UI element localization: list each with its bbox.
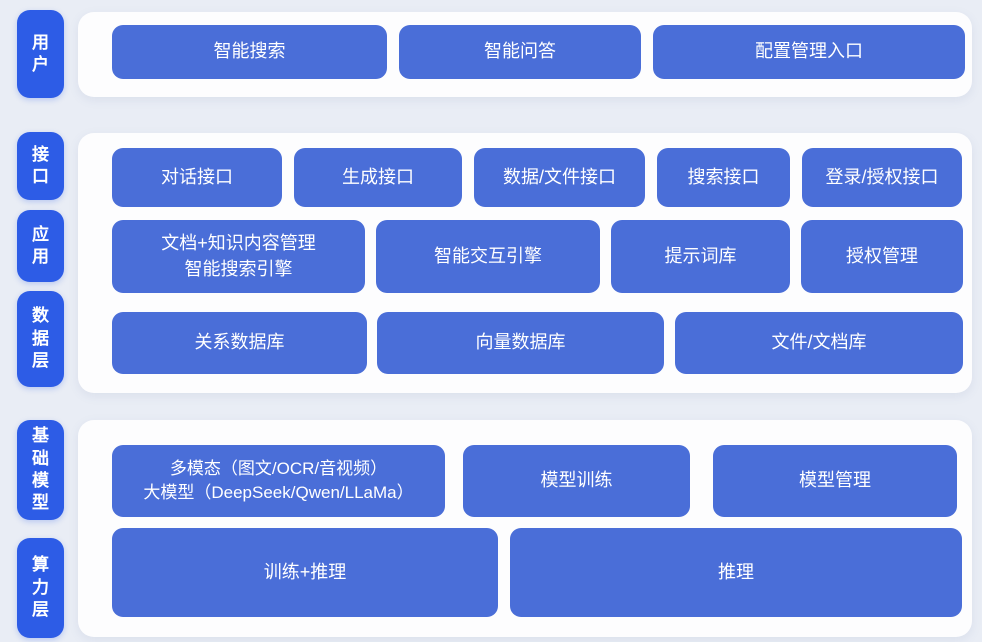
pill-interface-layer-label: 接口 — [31, 144, 49, 186]
block-generation-api: 生成接口 — [294, 148, 462, 207]
block-login-auth-api: 登录/授权接口 — [802, 148, 962, 207]
block-prompt-library: 提示词库 — [611, 220, 790, 293]
block-multimodal-llm: 多模态（图文/OCR/音视频） 大模型（DeepSeek/Qwen/LLaMa） — [112, 445, 445, 517]
block-data-file-api: 数据/文件接口 — [474, 148, 645, 207]
pill-application-layer: 应用 — [17, 210, 64, 282]
pill-interface-layer: 接口 — [17, 132, 64, 200]
pill-data-layer: 数据层 — [17, 291, 64, 387]
block-intelligent-interaction-engine: 智能交互引擎 — [376, 220, 600, 293]
pill-user-layer-label: 用户 — [31, 32, 49, 74]
block-search-api: 搜索接口 — [657, 148, 790, 207]
block-vector-database: 向量数据库 — [377, 312, 664, 374]
block-config-management-entry: 配置管理入口 — [653, 25, 965, 79]
pill-data-layer-label: 数据层 — [31, 306, 49, 371]
pill-user-layer: 用户 — [17, 10, 64, 98]
pill-base-model-layer-label: 基础模型 — [31, 426, 49, 513]
pill-application-layer-label: 应用 — [31, 224, 49, 266]
block-model-training: 模型训练 — [463, 445, 690, 517]
pill-compute-layer: 算力层 — [17, 538, 64, 638]
block-file-document-library: 文件/文档库 — [675, 312, 963, 374]
block-training-plus-inference: 训练+推理 — [112, 528, 498, 617]
block-smart-search: 智能搜索 — [112, 25, 387, 79]
block-inference: 推理 — [510, 528, 962, 617]
block-authorization-management: 授权管理 — [801, 220, 963, 293]
pill-base-model-layer: 基础模型 — [17, 420, 64, 520]
block-relational-database: 关系数据库 — [112, 312, 367, 374]
block-smart-qa: 智能问答 — [399, 25, 641, 79]
block-doc-knowledge-search-engine: 文档+知识内容管理 智能搜索引擎 — [112, 220, 365, 293]
block-dialog-api: 对话接口 — [112, 148, 282, 207]
pill-compute-layer-label: 算力层 — [31, 555, 49, 620]
block-model-management: 模型管理 — [713, 445, 957, 517]
